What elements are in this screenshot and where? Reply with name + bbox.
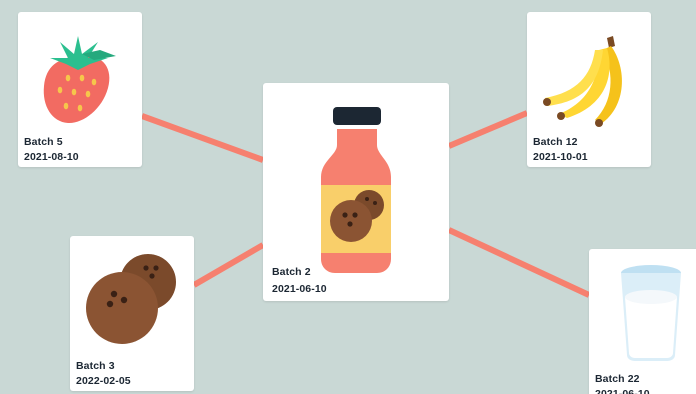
edge-batch-2-batch-3	[192, 242, 265, 288]
node-batch-12[interactable]: Batch 12 2021-10-01	[527, 12, 651, 167]
edge-batch-2-batch-22	[447, 227, 591, 298]
edge-batch-2-batch-12	[447, 110, 529, 149]
coconut-juice-bottle-icon	[321, 107, 391, 273]
node-batch-5[interactable]: Batch 5 2021-08-10	[18, 12, 142, 167]
node-name: Batch 2	[272, 266, 311, 278]
banana-icon	[543, 36, 622, 127]
node-date: 2021-10-01	[533, 151, 588, 163]
node-batch-22[interactable]: Batch 22 2021-06-10	[589, 249, 696, 394]
node-batch-3[interactable]: Batch 3 2022-02-05	[70, 236, 194, 391]
node-date: 2022-02-05	[76, 375, 131, 387]
node-name: Batch 12	[533, 136, 578, 148]
node-date: 2021-06-10	[595, 388, 650, 394]
node-name: Batch 22	[595, 373, 640, 385]
node-name: Batch 5	[24, 136, 63, 148]
node-name: Batch 3	[76, 360, 115, 372]
node-batch-2[interactable]: Batch 2 2021-06-10	[263, 83, 449, 301]
strawberry-icon	[43, 36, 116, 124]
edge-batch-2-batch-5	[140, 113, 265, 163]
node-date: 2021-06-10	[272, 283, 327, 295]
coconut-icon	[86, 254, 176, 344]
milk-glass-icon	[621, 265, 681, 361]
node-date: 2021-08-10	[24, 151, 79, 163]
